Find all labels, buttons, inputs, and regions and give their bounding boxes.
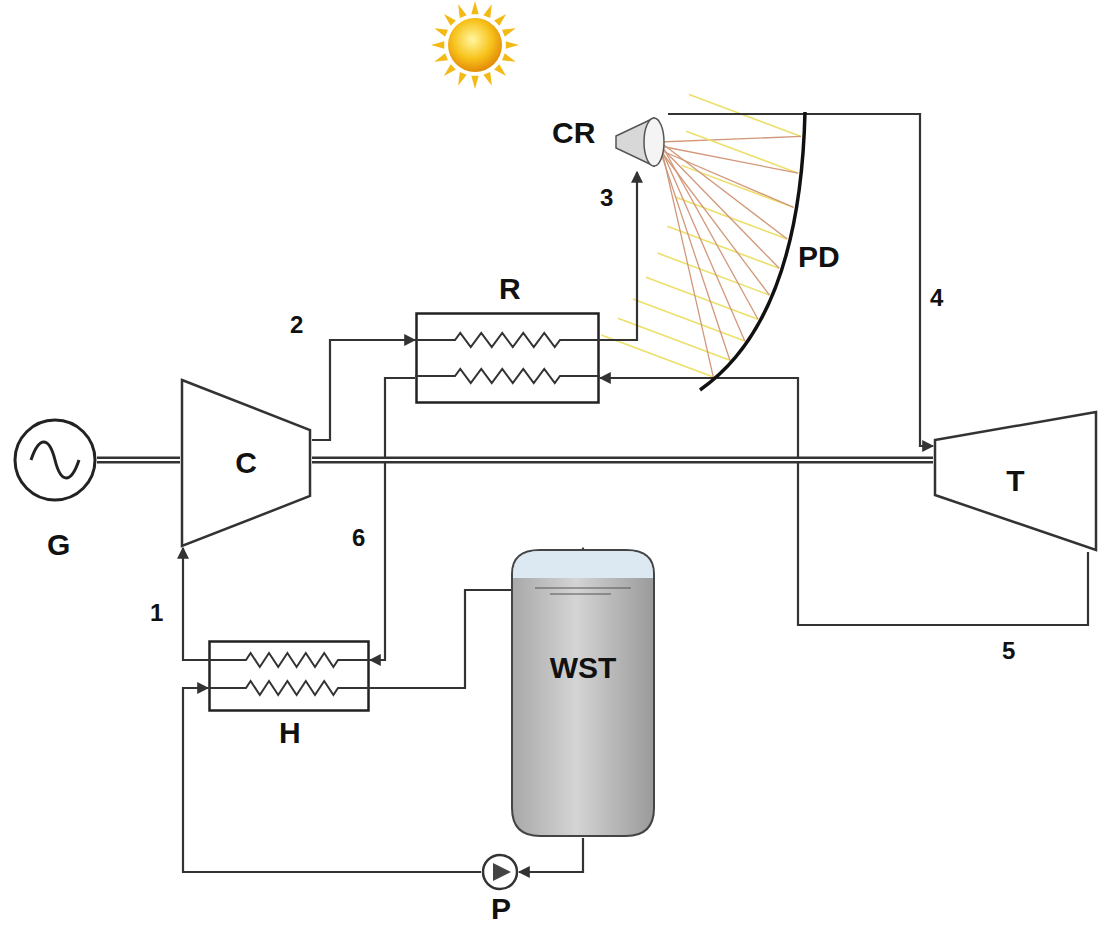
sun-ray: [494, 64, 506, 76]
pump-impeller: [493, 863, 511, 881]
component-label: WST: [510, 653, 656, 683]
heat-exchanger-box: H: [208, 640, 370, 712]
pump-symbol: P: [481, 853, 519, 891]
state-point-number: 5: [1000, 638, 1017, 664]
sun-ray: [444, 14, 456, 26]
sun-ray: [483, 4, 491, 18]
incoming-ray: [686, 131, 798, 173]
sun-ray: [494, 14, 506, 26]
component-label: PD: [798, 242, 840, 272]
incoming-ray: [601, 335, 713, 377]
flow-connector-group: [183, 548, 208, 660]
incoming-ray: [633, 299, 745, 341]
reflected-ray: [660, 150, 730, 360]
flow-line: [370, 378, 415, 660]
generator-symbol-outline: [13, 418, 97, 502]
component-label: T: [933, 410, 1098, 552]
reflected-ray: [660, 136, 801, 142]
coil-symbol: [415, 333, 600, 347]
sun-ray: [434, 53, 448, 61]
sun-ray: [458, 4, 466, 18]
flow-connector-group: [97, 460, 180, 461]
component-label: C: [180, 378, 312, 548]
coil-symbol: [208, 681, 370, 695]
water-surface: [513, 551, 653, 578]
regenerator-box-outline: [415, 312, 600, 404]
reflected-ray: [660, 146, 745, 341]
cavity-receiver: CR: [610, 112, 668, 172]
sun-ray: [431, 41, 444, 48]
component-label: CR: [552, 118, 595, 148]
shaft-inner-line: [312, 459, 933, 461]
component-label: P: [491, 894, 511, 924]
sun-ray: [506, 41, 519, 48]
shaft-line: [312, 457, 933, 464]
sine-symbol: [31, 442, 79, 478]
pump-symbol-outline: [481, 853, 519, 891]
reflected-ray: [660, 142, 713, 377]
component-label: H: [279, 718, 301, 748]
state-point-number: 3: [598, 185, 615, 211]
incoming-ray: [646, 277, 758, 319]
state-point-number: 4: [928, 285, 945, 311]
sun-disc: [448, 18, 502, 72]
flow-connector-group: [312, 460, 933, 461]
state-point-number: 6: [350, 525, 367, 551]
coil-symbol: [415, 369, 600, 383]
flow-line: [519, 838, 583, 872]
water-storage-tank-outline: [510, 548, 656, 838]
flow-connector-group: [183, 688, 481, 872]
heat-exchanger-box-outline: [208, 640, 370, 712]
turbine-trapezoid: T: [933, 410, 1098, 552]
water-storage-tank: WST: [510, 548, 656, 838]
sun-ray: [434, 28, 448, 36]
state-point-number: 1: [148, 600, 165, 626]
coil-symbol: [208, 653, 370, 667]
compressor-trapezoid: C: [180, 378, 312, 548]
state-point-number: 2: [288, 312, 305, 338]
parabolic-dish: PD: [700, 108, 850, 393]
flow-line: [183, 688, 481, 872]
component-label: G: [47, 530, 70, 560]
shaft-inner-line: [97, 459, 180, 461]
flow-line: [312, 340, 415, 440]
component-label: R: [499, 274, 521, 304]
sun-ray: [502, 53, 516, 61]
regenerator-box: R: [415, 312, 600, 404]
sun-rays: [431, 1, 519, 89]
flow-line: [183, 548, 208, 660]
flow-connector-group: [312, 340, 415, 440]
reflected-ray: [660, 142, 758, 319]
sun-ray: [502, 28, 516, 36]
shaft-line: [97, 457, 180, 464]
cavity-receiver-outline: [610, 112, 668, 172]
sun-ray: [483, 72, 491, 86]
sun-ray: [471, 1, 478, 14]
light-rays: [601, 94, 801, 377]
sun-ray: [458, 72, 466, 86]
flow-connector-group: [519, 838, 583, 872]
sun-ray: [444, 64, 456, 76]
sun-ray: [471, 76, 478, 89]
flow-connector-group: [370, 378, 415, 660]
generator-symbol: G: [13, 418, 97, 502]
incoming-ray: [689, 94, 801, 136]
